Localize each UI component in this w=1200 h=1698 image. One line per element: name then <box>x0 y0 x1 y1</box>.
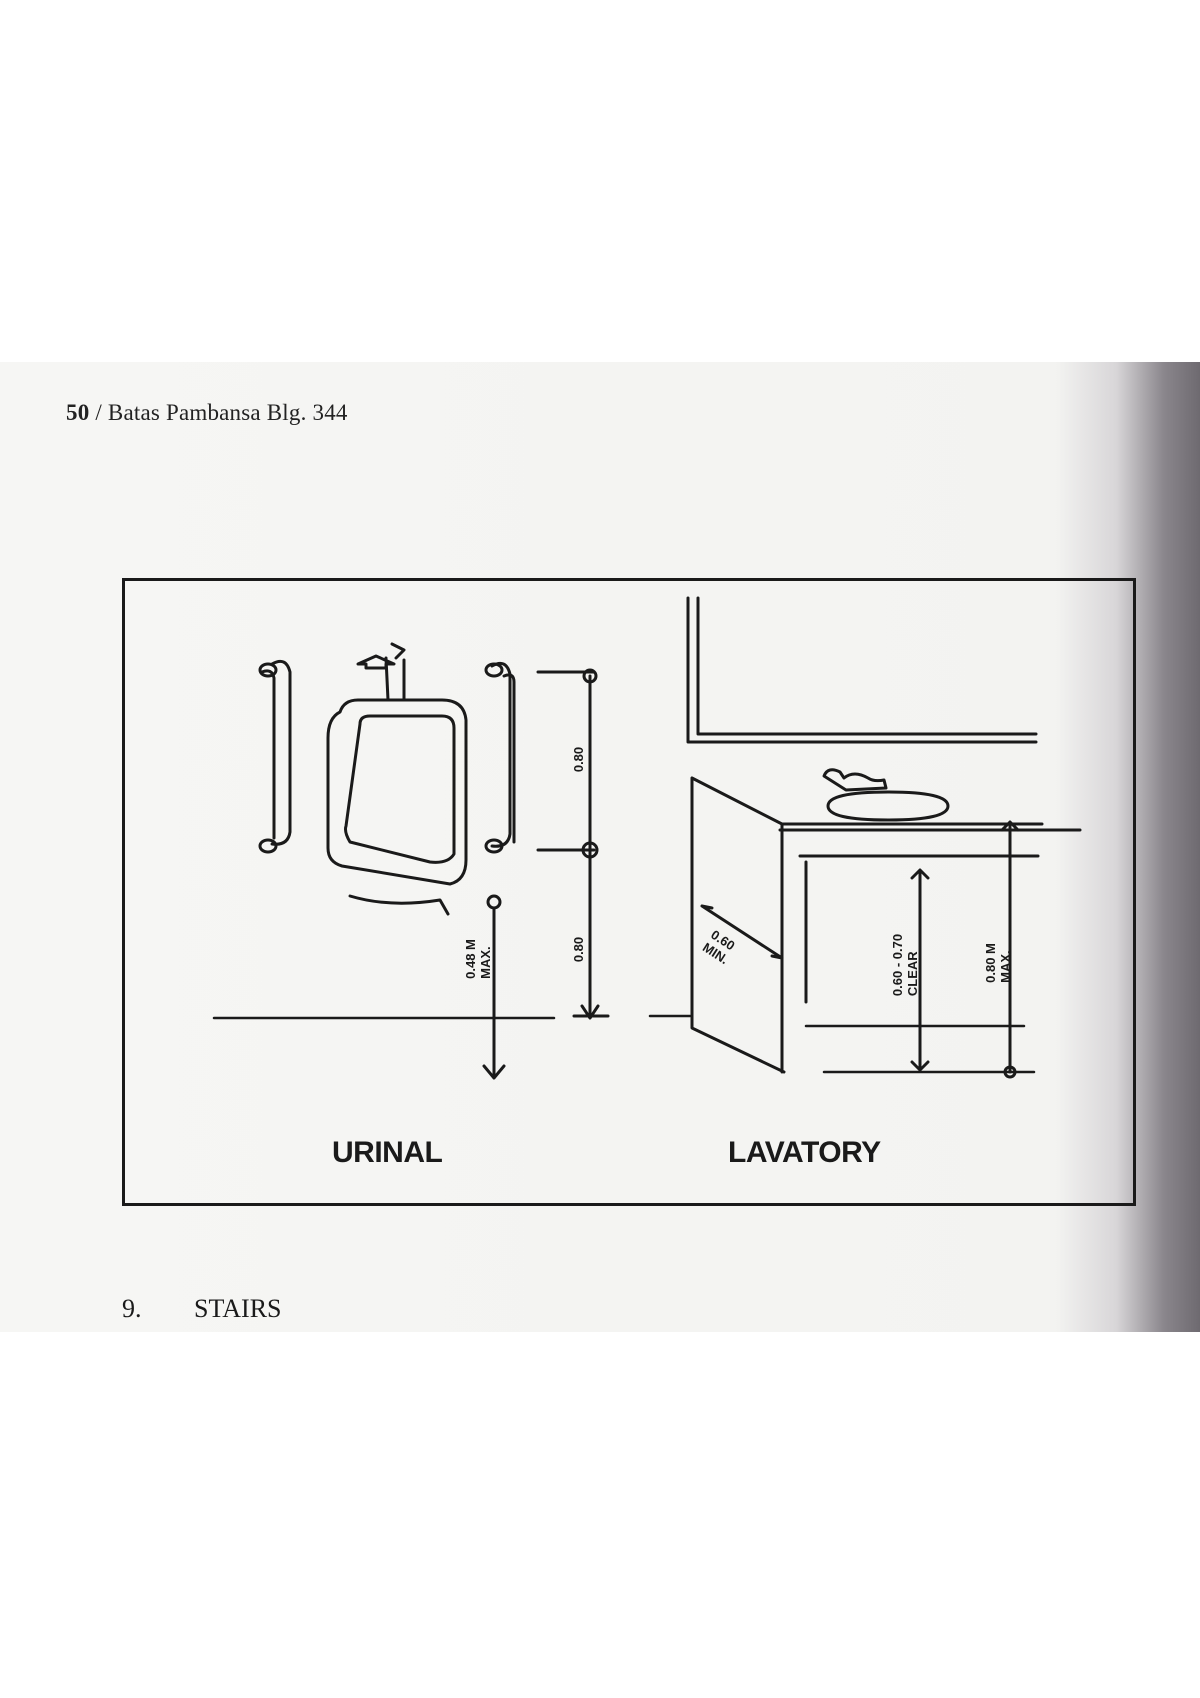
right-grab-bar <box>490 661 516 848</box>
scanned-page <box>0 362 1200 1332</box>
wall-outline <box>686 596 1038 744</box>
lav-clear-dim <box>910 868 930 1072</box>
lav-height-label: 0.80 M MAX. <box>983 943 1013 983</box>
lav-depth-dim <box>700 904 784 960</box>
lav-height-qualifier: MAX. <box>997 950 1013 983</box>
lavatory-illustration <box>648 596 1082 1079</box>
urinal-rim-qualifier: MAX. <box>477 946 493 979</box>
figure-frame <box>122 578 1136 1206</box>
urinal-upper-dim: 0.80 <box>571 746 587 773</box>
lav-height-value: 0.80 M <box>982 943 998 983</box>
book-title: Batas Pambansa Blg. 344 <box>107 400 348 425</box>
urinal-rim-dim: 0.48 M MAX. <box>463 939 493 979</box>
urinal-bowl <box>326 698 468 886</box>
lav-clear-value: 0.60 - 0.70 <box>890 933 906 997</box>
urinal-illustration <box>212 642 610 1080</box>
flush-valve <box>356 642 406 702</box>
header-separator: / <box>89 400 108 425</box>
urinal-lower-dim: 0.80 <box>571 936 587 963</box>
faucet <box>822 768 888 792</box>
lav-clear-qualifier: CLEAR <box>905 951 921 997</box>
lav-height-dim <box>1000 820 1020 1074</box>
lavatory-floor <box>648 1014 1036 1074</box>
left-grab-bar <box>260 659 292 846</box>
page-header: 50 / Batas Pambansa Blg. 344 <box>66 400 348 426</box>
counter-top <box>690 776 1082 1074</box>
page-number: 50 <box>66 400 90 425</box>
urinal-rim-value: 0.48 M <box>462 939 478 979</box>
lav-clear-label: 0.60 - 0.70 CLEAR <box>890 934 920 996</box>
basin <box>826 790 950 822</box>
urinal-caption: URINAL <box>332 1136 443 1169</box>
urinal-dim-vertical <box>536 670 610 1018</box>
section-number: 9. <box>122 1294 142 1323</box>
lavatory-caption: LAVATORY <box>728 1136 881 1169</box>
section-title: STAIRS <box>194 1294 282 1323</box>
